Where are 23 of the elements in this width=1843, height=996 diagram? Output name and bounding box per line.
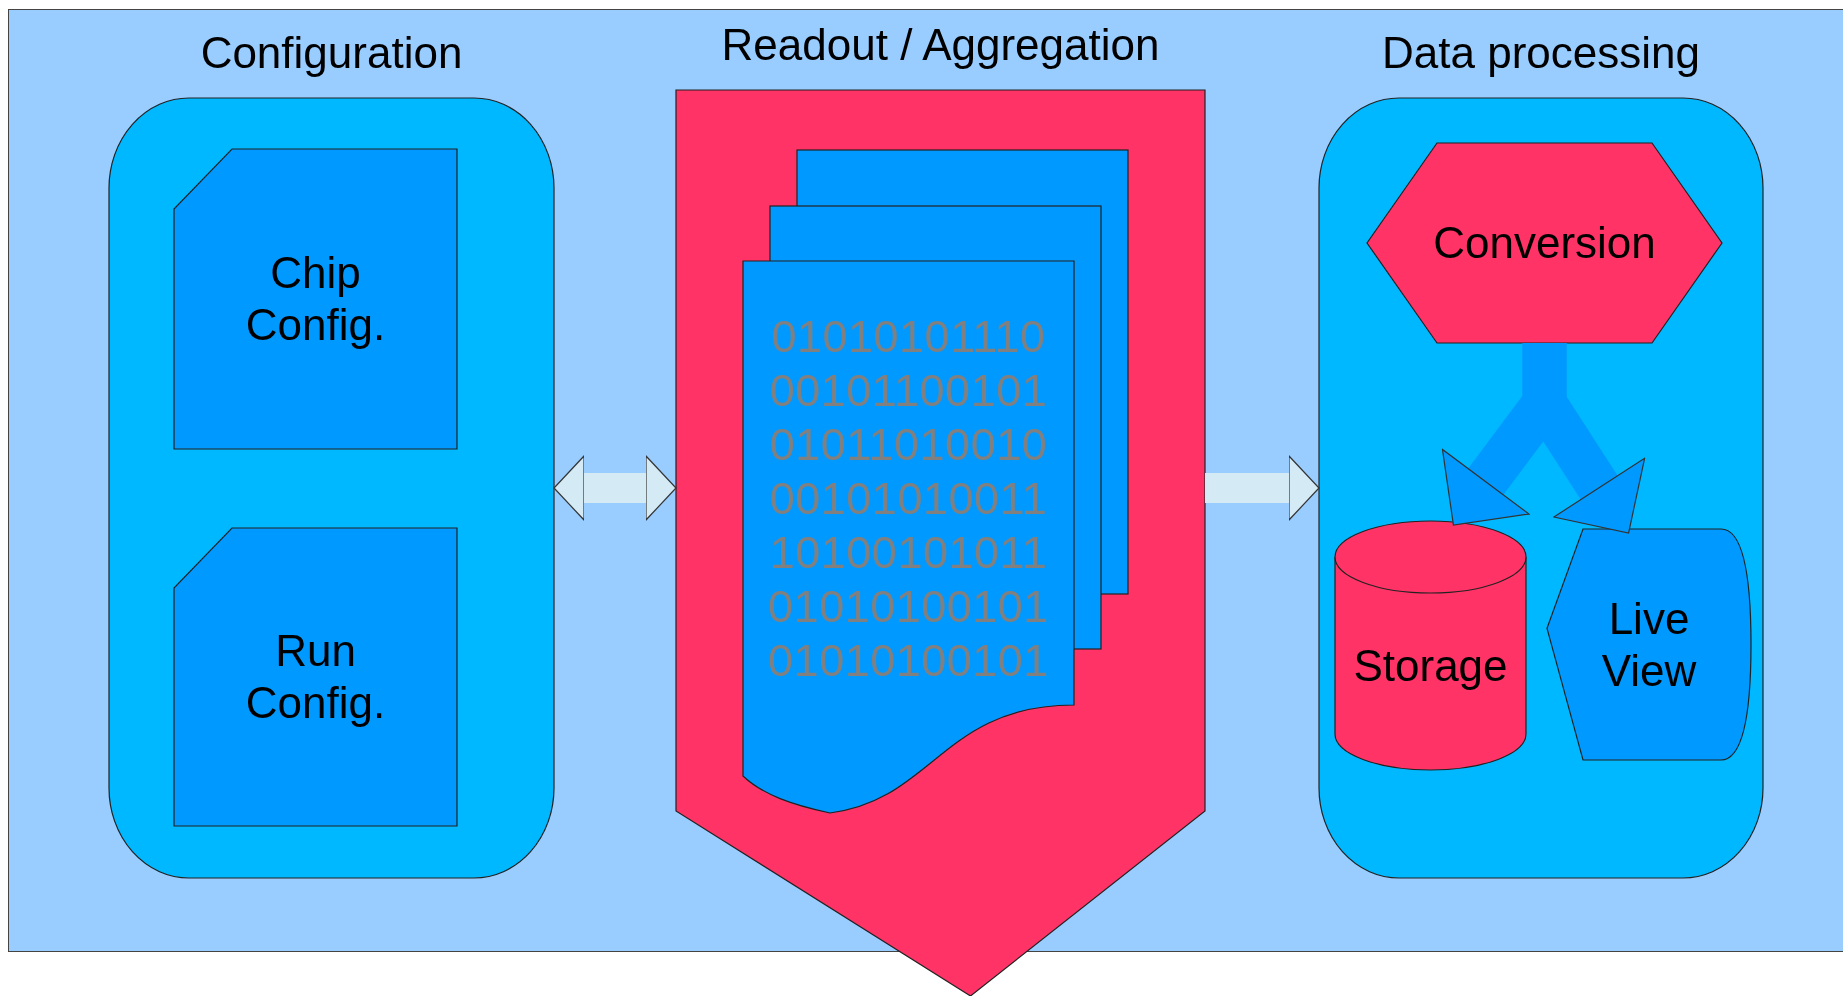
block-arrow <box>1205 455 1320 521</box>
panel-title: Configuration <box>199 28 464 78</box>
document-stack <box>743 150 1128 815</box>
block-arrow <box>553 455 677 521</box>
panel-title: Readout / Aggregation <box>720 20 1161 70</box>
shape-label: Conversion <box>1433 217 1656 269</box>
panel-title: Data processing <box>1381 28 1701 78</box>
config-card <box>174 528 457 826</box>
shape-label: Run Config. <box>244 625 387 729</box>
conversion-hexagon <box>1367 143 1722 343</box>
shape-label: Live View <box>1600 592 1698 697</box>
binary-text: 00101100101 <box>768 364 1049 418</box>
binary-text: 01010100101 <box>767 580 1050 634</box>
binary-text: 10100101011 <box>768 526 1049 580</box>
binary-text: 01010100101 <box>767 634 1050 688</box>
config-card <box>174 149 457 449</box>
binary-text: 01011010010 <box>768 418 1049 472</box>
storage-cylinder <box>1335 521 1526 770</box>
shape-label: Storage <box>1353 639 1508 692</box>
display-shape <box>1547 529 1751 760</box>
binary-text: 01010101110 <box>770 310 1047 364</box>
shape-label: Chip Config. <box>244 247 387 351</box>
binary-text: 00101010011 <box>768 472 1049 526</box>
